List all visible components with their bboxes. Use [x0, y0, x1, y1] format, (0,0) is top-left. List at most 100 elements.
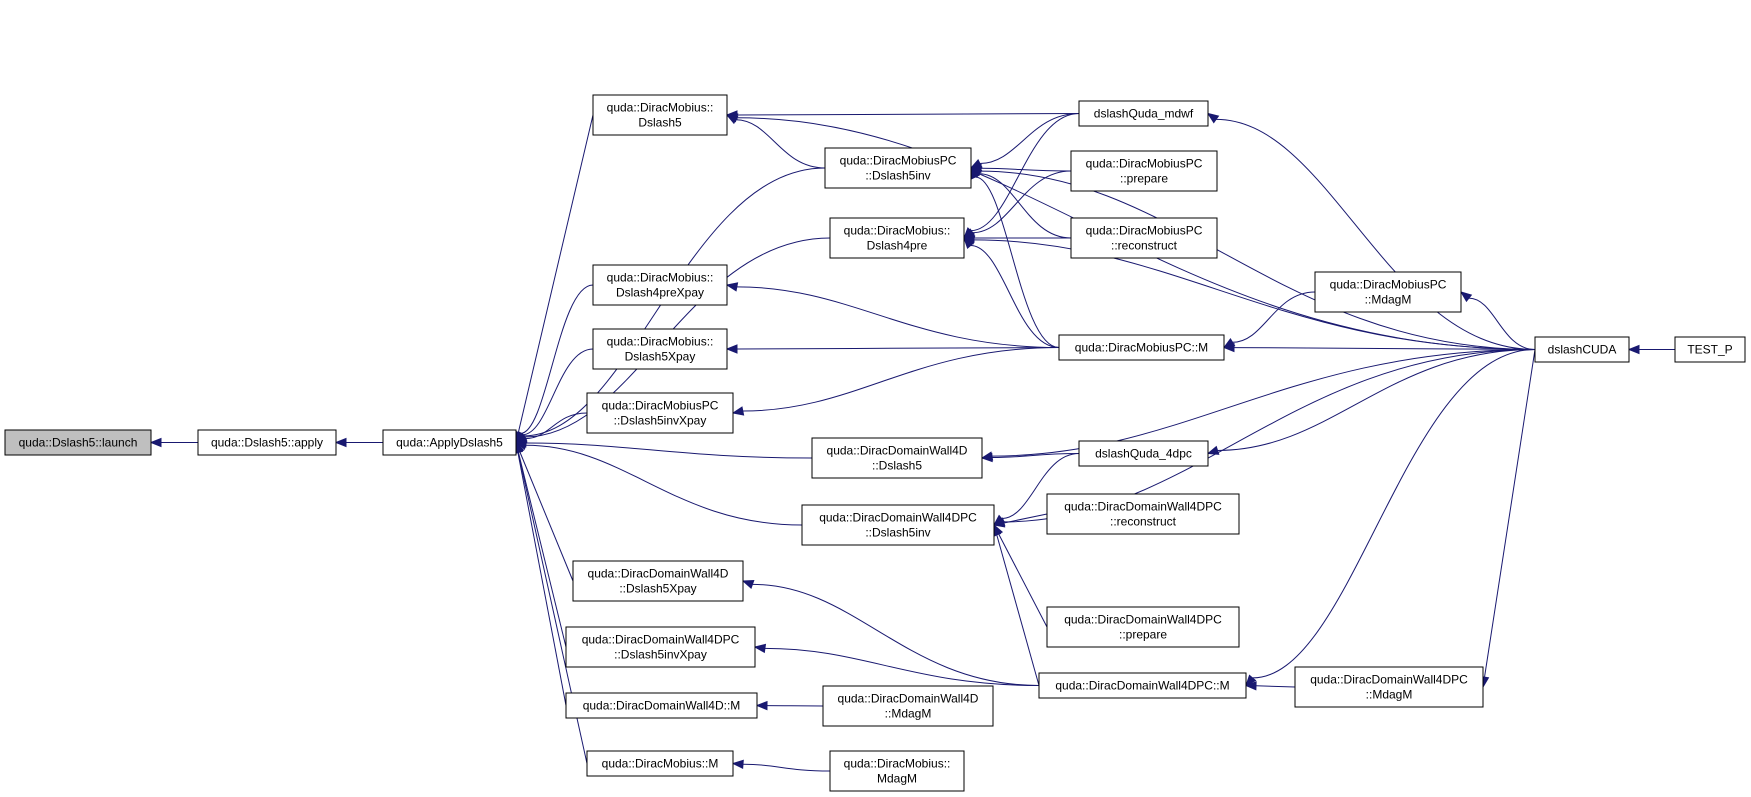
node-box — [822, 685, 994, 727]
node-label: Dslash5Xpay — [625, 350, 696, 364]
node-box — [586, 392, 734, 434]
node-label: ::Dslash5inv — [865, 526, 930, 540]
node-dw4d-dslash5[interactable]: quda::DiracDomainWall4D::Dslash5 — [811, 437, 983, 479]
node-label: ::prepare — [1120, 172, 1168, 186]
arrowhead-icon — [755, 700, 768, 711]
node-box — [801, 504, 995, 546]
node-dw4dpc-reconstruct[interactable]: quda::DiracDomainWall4DPC::reconstruct — [1046, 493, 1240, 535]
node-label: quda::DiracMobiusPC — [1330, 278, 1447, 292]
arrowhead-icon — [725, 282, 739, 292]
node-mobius-pcm[interactable]: quda::DiracMobiusPC::M — [1058, 334, 1225, 361]
arrowhead-icon — [149, 437, 162, 448]
node-label: ::prepare — [1119, 628, 1167, 642]
arrowhead-icon — [1245, 674, 1257, 687]
edge-dw4dpc-m-to-dw4dpc-dslash5inv-xpay — [753, 643, 1040, 686]
node-test-p[interactable]: TEST_P — [1674, 336, 1746, 363]
node-label: quda::DiracDomainWall4DPC — [819, 511, 977, 525]
node-label: ::Dslash5Xpay — [619, 582, 696, 596]
node-mobius-dslash4pre-xpay[interactable]: quda::DiracMobius::Dslash4preXpay — [592, 264, 728, 306]
node-label: quda::DiracDomainWall4DPC — [1310, 673, 1468, 687]
node-box — [592, 94, 728, 136]
node-apply-dslash5[interactable]: quda::ApplyDslash5 — [382, 429, 517, 456]
edge-mobius-mdag-m-to-mobius-m — [731, 759, 831, 772]
node-box — [572, 560, 744, 602]
node-label: quda::DiracMobiusPC — [840, 154, 957, 168]
node-mobius-dslash5-xpay[interactable]: quda::DiracMobius::Dslash5Xpay — [592, 328, 728, 370]
arrowhead-icon — [1244, 681, 1257, 691]
node-box — [829, 750, 965, 792]
node-mobius-dslash5[interactable]: quda::DiracMobius::Dslash5 — [592, 94, 728, 136]
node-label: ::MdagM — [1365, 293, 1412, 307]
edge-mobius-pcm-to-mobius-pcdslash5inv — [970, 166, 1060, 348]
edge-dslash-quda-mdwf-to-mobius-dslash5 — [725, 110, 1080, 120]
node-box — [4, 429, 152, 456]
node-label: quda::DiracDomainWall4D — [588, 567, 729, 581]
node-label: ::MdagM — [885, 707, 932, 721]
node-box — [1058, 334, 1225, 361]
node-label: ::Dslash5inv — [865, 169, 930, 183]
node-label: quda::DiracDomainWall4DPC — [1064, 500, 1222, 514]
edge-dslash-cuda-to-mobius-pcdslash5inv — [969, 166, 1536, 350]
node-apply[interactable]: quda::Dslash5::apply — [197, 429, 337, 456]
edge-dslash-cuda-to-dslash-quda-mdwf — [1206, 112, 1536, 350]
node-label: TEST_P — [1687, 343, 1732, 357]
node-dw4dpc-prepare[interactable]: quda::DiracDomainWall4DPC::prepare — [1046, 606, 1240, 648]
node-dw4d-m[interactable]: quda::DiracDomainWall4D::M — [565, 692, 758, 719]
node-label: quda::DiracDomainWall4D — [827, 444, 968, 458]
node-mobius-m[interactable]: quda::DiracMobius::M — [586, 750, 734, 777]
arrowhead-icon — [1206, 445, 1220, 455]
node-label: quda::DiracMobius::M — [602, 757, 719, 771]
edge-dslash-cuda-to-mobius-pcm — [1222, 342, 1536, 353]
edge-dslash-cuda-to-mobius-dslash4pre — [962, 235, 1536, 350]
node-box — [1078, 440, 1209, 467]
edge-dw4dpc-m-to-dw4d-dslash5-xpay — [741, 580, 1040, 686]
node-label: ::MdagM — [1366, 688, 1413, 702]
node-dw4d-mdag-m[interactable]: quda::DiracDomainWall4D::MdagM — [822, 685, 994, 727]
node-mobius-pcdslash5inv-xpay[interactable]: quda::DiracMobiusPC::Dslash5invXpay — [586, 392, 734, 434]
arrowhead-icon — [1627, 344, 1640, 355]
node-dslash-cuda[interactable]: dslashCUDA — [1534, 336, 1630, 363]
node-dw4d-dslash5-xpay[interactable]: quda::DiracDomainWall4D::Dslash5Xpay — [572, 560, 744, 602]
node-box — [1046, 493, 1240, 535]
node-mobius-pcreconstruct[interactable]: quda::DiracMobiusPC::reconstruct — [1070, 217, 1218, 259]
node-label: quda::DiracDomainWall4D::M — [583, 699, 741, 713]
node-mobius-dslash4pre[interactable]: quda::DiracMobius::Dslash4pre — [829, 217, 965, 259]
node-dw4dpc-m[interactable]: quda::DiracDomainWall4DPC::M — [1038, 672, 1247, 699]
edge-dw4d-m-to-apply-dslash5 — [513, 441, 567, 706]
arrowhead-icon — [741, 580, 755, 589]
node-label: quda::DiracMobius:: — [607, 271, 714, 285]
node-box — [197, 429, 337, 456]
arrowhead-icon — [514, 440, 528, 450]
node-dw4dpc-dslash5inv-xpay[interactable]: quda::DiracDomainWall4DPC::Dslash5invXpa… — [565, 626, 756, 668]
node-label: quda::DiracMobius:: — [607, 335, 714, 349]
nodes-layer: quda::Dslash5::launch quda::Dslash5::appl… — [4, 94, 1746, 792]
edge-mobius-pcm-to-mobius-dslash4pre-xpay — [725, 282, 1060, 348]
node-label: Dslash4pre — [867, 239, 928, 253]
node-label: quda::Dslash5::apply — [211, 436, 323, 450]
edge-dslash-quda-mdwf-to-mobius-pcdslash5inv — [969, 113, 1080, 169]
edge-mobius-pcreconstruct-to-mobius-pcdslash5inv — [969, 167, 1072, 239]
arrowhead-icon — [731, 406, 745, 416]
arrowhead-icon — [1459, 291, 1473, 303]
node-box — [1070, 217, 1218, 259]
node-label: quda::DiracDomainWall4DPC::M — [1055, 679, 1229, 693]
edge-dslash-cuda-to-dw4d-dslash5 — [980, 349, 1536, 461]
node-mobius-mdag-m[interactable]: quda::DiracMobius::MdagM — [829, 750, 965, 792]
arrowhead-icon — [725, 114, 739, 125]
node-dw4dpc-mdag-m[interactable]: quda::DiracDomainWall4DPC::MdagM — [1294, 666, 1484, 708]
node-mobius-pcprepare[interactable]: quda::DiracMobiusPC::prepare — [1070, 150, 1218, 192]
node-box — [824, 147, 972, 189]
node-dslash-quda4dpc[interactable]: dslashQuda_4dpc — [1078, 440, 1209, 467]
node-mobius-pcmdag-m[interactable]: quda::DiracMobiusPC::MdagM — [1314, 271, 1462, 313]
node-label: quda::DiracMobius:: — [607, 101, 714, 115]
node-dslash-quda-mdwf[interactable]: dslashQuda_mdwf — [1078, 100, 1209, 127]
node-box — [829, 217, 965, 259]
edge-dw4dpc-dslash5inv-to-apply-dslash5 — [514, 440, 803, 526]
node-mobius-pcdslash5inv[interactable]: quda::DiracMobiusPC::Dslash5inv — [824, 147, 972, 189]
node-launch: quda::Dslash5::launch — [4, 429, 152, 456]
arrowhead-icon — [1206, 112, 1220, 124]
node-box — [565, 692, 758, 719]
node-label: dslashQuda_mdwf — [1094, 107, 1194, 121]
edge-apply-dslash5-to-apply — [334, 437, 383, 448]
node-dw4dpc-dslash5inv[interactable]: quda::DiracDomainWall4DPC::Dslash5inv — [801, 504, 995, 546]
